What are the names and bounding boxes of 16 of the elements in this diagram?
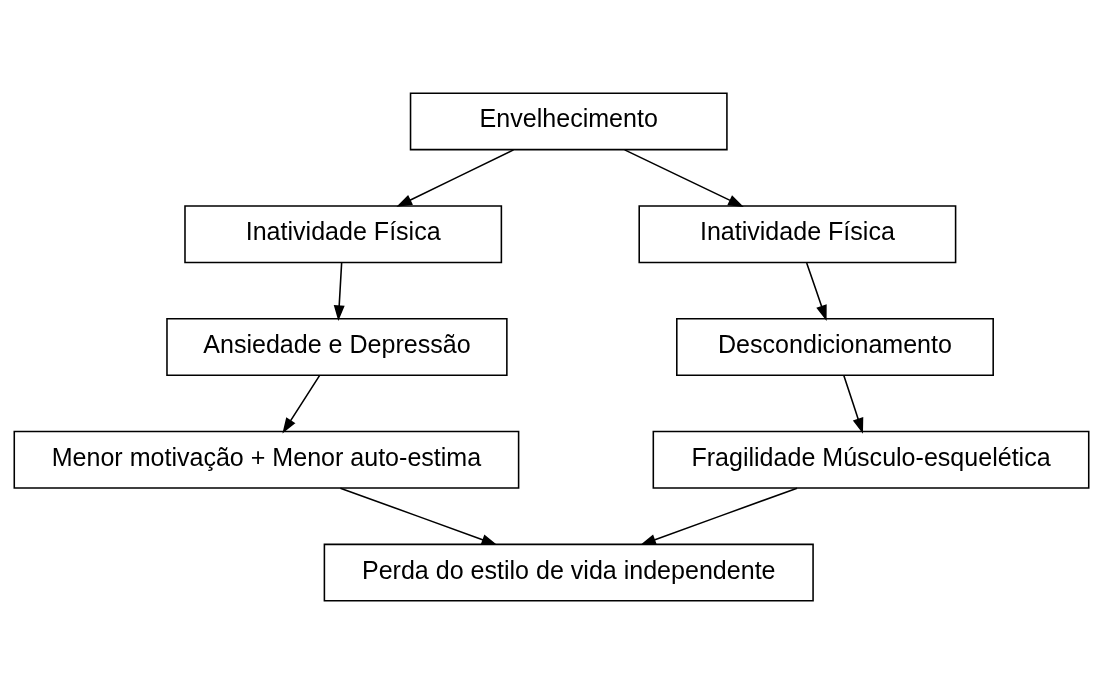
arrow <box>843 374 864 434</box>
node-box: Inatividade Física <box>638 205 957 264</box>
node-box: Inatividade Física <box>184 205 503 264</box>
node-box: Ansiedade e Depressão <box>166 318 508 376</box>
node-box: Envelhecimento <box>409 92 728 151</box>
arrow <box>623 149 744 207</box>
node-box: Fragilidade Músculo-esquelética <box>652 430 1090 489</box>
node-box: Perda do estilo de vida independente <box>323 543 814 602</box>
node-box: Descondicionamento <box>676 318 994 376</box>
arrow <box>396 149 515 207</box>
arrow <box>640 487 798 546</box>
arrow <box>805 262 827 321</box>
arrow <box>339 487 498 546</box>
arrow <box>282 374 321 434</box>
node-box: Menor motivação + Menor auto-estima <box>13 430 520 489</box>
arrow <box>333 262 345 322</box>
